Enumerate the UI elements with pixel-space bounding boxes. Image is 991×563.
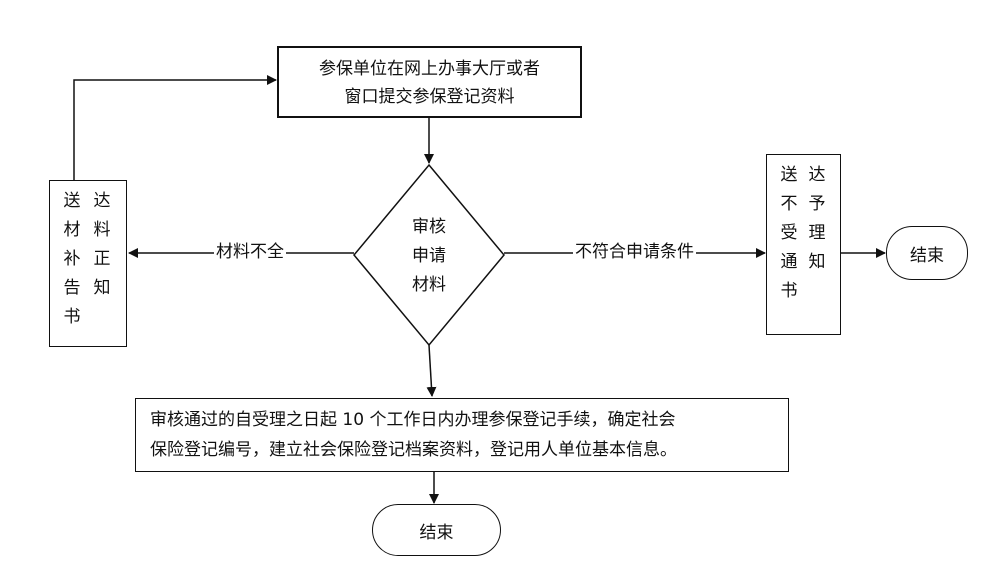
reject-char: 通 (780, 252, 798, 272)
submit-node-line1: 参保单位在网上办事大厅或者 (319, 59, 540, 79)
edge-label-nonconforming: 不符合申请条件 (573, 242, 696, 262)
supplement-char: 书 (63, 307, 81, 327)
reject-notice-node: 送 不 受 通 书 达 予 理 知 (766, 154, 841, 335)
supplement-char: 材 (63, 220, 81, 240)
supplement-char: 正 (93, 249, 111, 269)
end-node-bottom-label: 结束 (419, 522, 454, 543)
review-node-line1: 审核 (412, 217, 446, 237)
supplement-notice-col-right: 达 料 正 知 (92, 187, 112, 303)
submit-node: 参保单位在网上办事大厅或者 窗口提交参保登记资料 (277, 46, 582, 118)
process-node-line2: 保险登记编号，建立社会保险登记档案资料，登记用人单位基本信息。 (150, 440, 677, 460)
arrow-supplement-to-submit (73, 75, 277, 180)
reject-notice-col-right: 达 予 理 知 (807, 161, 827, 277)
end-node-bottom: 结束 (372, 504, 501, 556)
submit-node-line2: 窗口提交参保登记资料 (344, 87, 515, 107)
reject-notice-col-left: 送 不 受 通 书 (779, 161, 799, 306)
supplement-char: 送 (63, 191, 81, 211)
supplement-char: 料 (93, 220, 111, 240)
review-node-line3: 材料 (412, 275, 446, 295)
reject-char: 理 (808, 223, 826, 243)
edge-label-incomplete: 材料不全 (214, 242, 286, 262)
supplement-notice-col-left: 送 材 补 告 书 (62, 187, 82, 332)
supplement-notice-node: 送 材 补 告 书 达 料 正 知 (49, 180, 127, 347)
reject-char: 受 (780, 223, 798, 243)
end-node-right-label: 结束 (910, 245, 944, 266)
reject-char: 书 (780, 281, 798, 301)
process-node: 审核通过的自受理之日起 10 个工作日内办理参保登记手续，确定社会 保险登记编号… (135, 398, 789, 472)
supplement-char: 知 (93, 278, 111, 298)
process-node-line1: 审核通过的自受理之日起 10 个工作日内办理参保登记手续，确定社会 (150, 410, 676, 430)
reject-char: 知 (808, 252, 826, 272)
end-node-right: 结束 (886, 226, 968, 280)
reject-char: 达 (808, 165, 826, 185)
review-node-line2: 申请 (412, 246, 446, 266)
supplement-char: 补 (63, 249, 81, 269)
supplement-char: 告 (63, 278, 81, 298)
reject-char: 送 (780, 165, 798, 185)
reject-char: 予 (808, 194, 826, 214)
arrow-review-to-process (426, 344, 437, 397)
supplement-char: 达 (93, 191, 111, 211)
reject-char: 不 (780, 194, 798, 214)
